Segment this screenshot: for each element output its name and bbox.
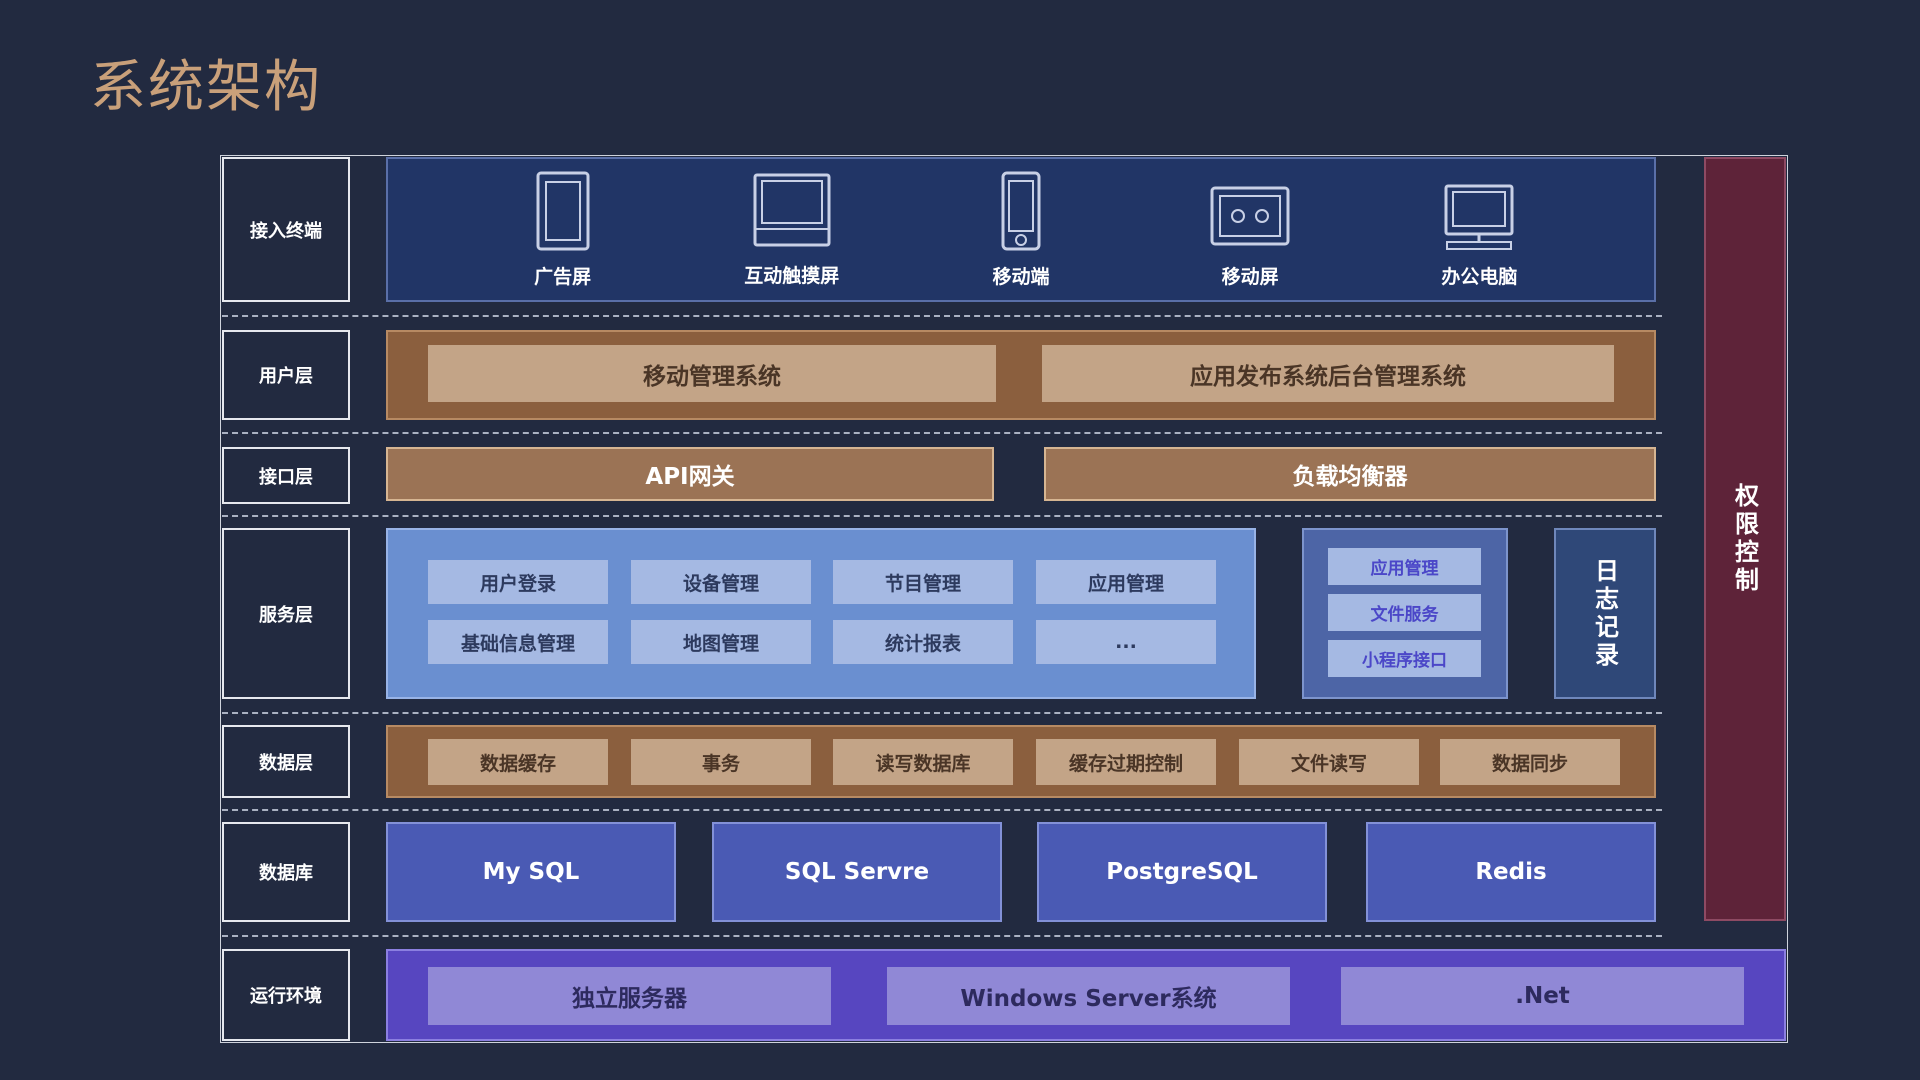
data-read-write-db: 读写数据库 bbox=[833, 739, 1013, 785]
mobile-management-system: 移动管理系统 bbox=[428, 345, 996, 402]
layer-divider bbox=[222, 432, 1662, 434]
side-app-management: 应用管理 bbox=[1328, 548, 1481, 585]
service-more: ... bbox=[1036, 620, 1216, 664]
db-mysql: My SQL bbox=[386, 822, 676, 922]
device-label: 移动屏 bbox=[1221, 266, 1279, 288]
db-redis: Redis bbox=[1366, 822, 1656, 922]
layer-divider bbox=[222, 935, 1662, 937]
device-label: 广告屏 bbox=[534, 266, 592, 288]
service-statistics-report: 统计报表 bbox=[833, 620, 1013, 664]
layer-label-database: 数据库 bbox=[222, 822, 350, 922]
data-sync: 数据同步 bbox=[1440, 739, 1620, 785]
service-program-management: 节目管理 bbox=[833, 560, 1013, 604]
layer-divider bbox=[222, 315, 1662, 317]
service-app-management: 应用管理 bbox=[1036, 560, 1216, 604]
service-main-panel bbox=[386, 528, 1256, 699]
side-file-service: 文件服务 bbox=[1328, 594, 1481, 631]
db-sql-server: SQL Servre bbox=[712, 822, 1002, 922]
layer-label-data: 数据层 bbox=[222, 725, 350, 798]
device-mobile: 移动端 bbox=[921, 170, 1121, 289]
device-ad-screen: 广告屏 bbox=[463, 170, 663, 289]
layer-label-interface: 接口层 bbox=[222, 447, 350, 504]
service-map-management: 地图管理 bbox=[631, 620, 811, 664]
monitor-icon bbox=[753, 173, 831, 247]
api-gateway: API网关 bbox=[386, 447, 994, 501]
architecture-frame bbox=[220, 155, 1788, 1043]
side-mini-program-api: 小程序接口 bbox=[1328, 640, 1481, 677]
layer-divider bbox=[222, 809, 1662, 811]
permission-control-panel: 权限控制 bbox=[1704, 157, 1786, 921]
load-balancer: 负载均衡器 bbox=[1044, 447, 1656, 501]
app-publish-admin-system: 应用发布系统后台管理系统 bbox=[1042, 345, 1614, 402]
runtime-dotnet: .Net bbox=[1341, 967, 1744, 1025]
layer-label-user: 用户层 bbox=[222, 330, 350, 420]
device-label: 互动触摸屏 bbox=[744, 265, 840, 287]
device-label: 移动端 bbox=[992, 266, 1050, 288]
service-user-login: 用户登录 bbox=[428, 560, 608, 604]
runtime-standalone-server: 独立服务器 bbox=[428, 967, 831, 1025]
layer-divider bbox=[222, 712, 1662, 714]
desktop-icon bbox=[1444, 184, 1514, 250]
data-cache-expiry: 缓存过期控制 bbox=[1036, 739, 1216, 785]
device-label: 办公电脑 bbox=[1441, 266, 1518, 288]
layer-label-runtime: 运行环境 bbox=[222, 949, 350, 1041]
permission-control-label: 权限控制 bbox=[1730, 483, 1759, 595]
data-transaction: 事务 bbox=[631, 739, 811, 785]
terminal-panel: 广告屏 互动触摸屏 移动端 移动屏 办公电脑 bbox=[386, 157, 1656, 302]
layer-label-terminal: 接入终端 bbox=[222, 157, 350, 302]
data-cache: 数据缓存 bbox=[428, 739, 608, 785]
phone-icon bbox=[1001, 171, 1041, 251]
page-title: 系统架构 bbox=[90, 55, 322, 120]
mobile-screen-icon bbox=[1210, 186, 1290, 246]
device-touch-screen: 互动触摸屏 bbox=[692, 171, 892, 288]
runtime-windows-server: Windows Server系统 bbox=[887, 967, 1290, 1025]
log-record-panel: 日志记录 bbox=[1554, 528, 1656, 699]
service-device-management: 设备管理 bbox=[631, 560, 811, 604]
service-basic-info-management: 基础信息管理 bbox=[428, 620, 608, 664]
device-office-pc: 办公电脑 bbox=[1379, 170, 1579, 289]
log-record-label: 日志记录 bbox=[1590, 557, 1619, 670]
layer-label-service: 服务层 bbox=[222, 528, 350, 699]
data-file-read-write: 文件读写 bbox=[1239, 739, 1419, 785]
device-mobile-screen: 移动屏 bbox=[1150, 170, 1350, 289]
tablet-icon bbox=[536, 171, 590, 251]
db-postgresql: PostgreSQL bbox=[1037, 822, 1327, 922]
layer-divider bbox=[222, 515, 1662, 517]
